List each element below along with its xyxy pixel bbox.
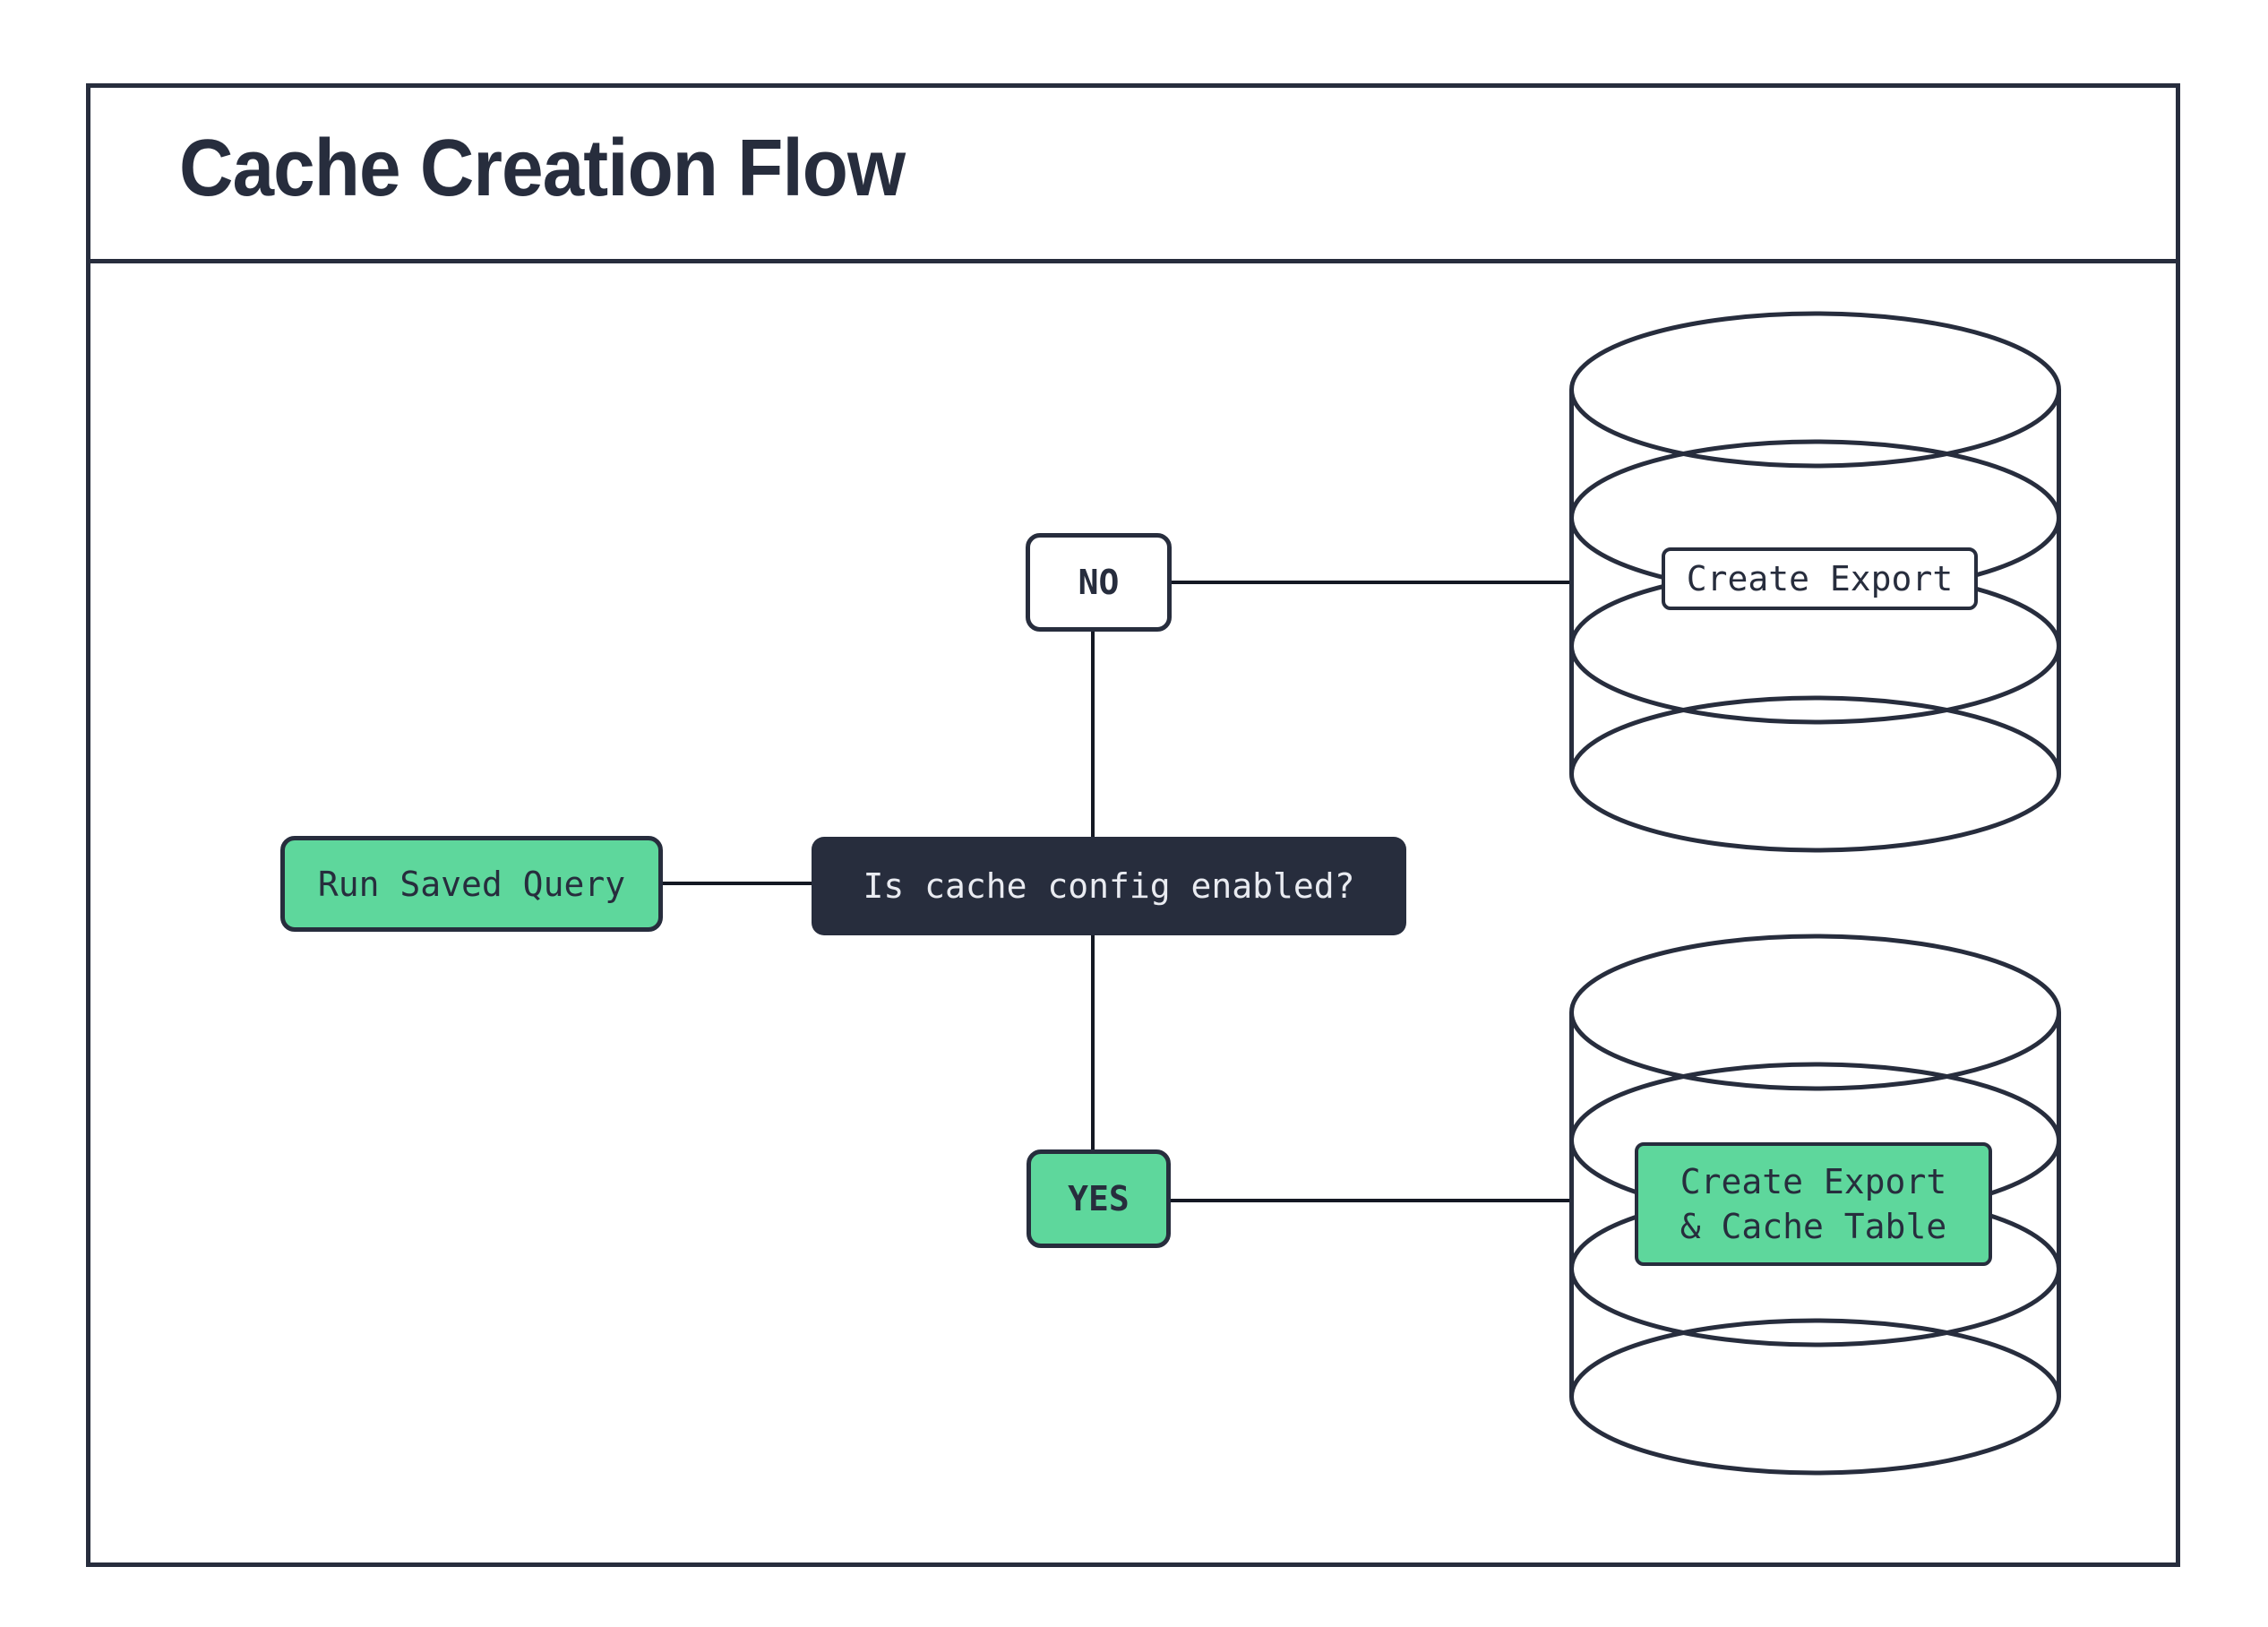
edge-yes-to-create-export-cache-table [1168, 1199, 1571, 1202]
edge-decision-to-yes [1091, 934, 1095, 1151]
node-branch-no-label: NO [1078, 563, 1120, 602]
node-branch-yes-label: YES [1068, 1179, 1130, 1218]
node-branch-no: NO [1026, 533, 1172, 632]
node-create-export-cache-table-line2: & Cache Table [1680, 1207, 1947, 1246]
edge-no-to-create-export [1169, 581, 1571, 584]
node-run-saved-query: Run Saved Query [280, 836, 663, 932]
node-create-export: Create Export [1662, 547, 1978, 610]
node-create-export-label: Create Export [1686, 559, 1954, 598]
node-create-export-cache-table-line1: Create Export [1680, 1162, 1947, 1201]
node-create-export-cache-table: Create Export & Cache Table [1635, 1142, 1992, 1266]
node-run-saved-query-label: Run Saved Query [317, 864, 626, 904]
node-branch-yes: YES [1027, 1149, 1171, 1248]
edge-start-to-decision [663, 882, 812, 885]
title-divider [90, 259, 2176, 263]
edge-decision-to-no [1091, 630, 1095, 839]
node-decision-label: Is cache config enabled? [863, 866, 1355, 906]
page-title: Cache Creation Flow [179, 124, 906, 213]
node-decision-cache-config: Is cache config enabled? [812, 837, 1406, 935]
